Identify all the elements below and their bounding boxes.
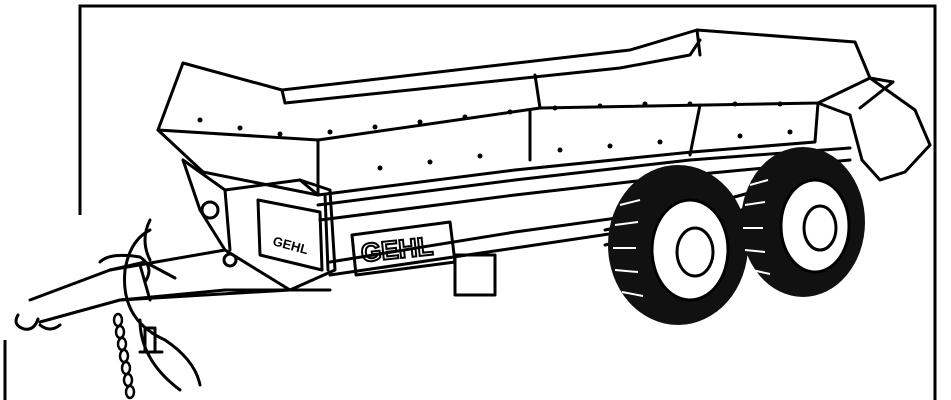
front-wheel [608,165,748,325]
rear-wheel [741,147,865,297]
reflector-strip [453,253,497,297]
rivets [197,101,793,171]
frame-border [3,4,937,400]
hitch-tongue [28,248,332,324]
side-plate [256,198,324,272]
hitch-clevis [14,228,202,392]
brand-logo-side: GEHL [271,233,310,257]
front-drive [143,158,337,292]
safety-chain [112,312,136,400]
